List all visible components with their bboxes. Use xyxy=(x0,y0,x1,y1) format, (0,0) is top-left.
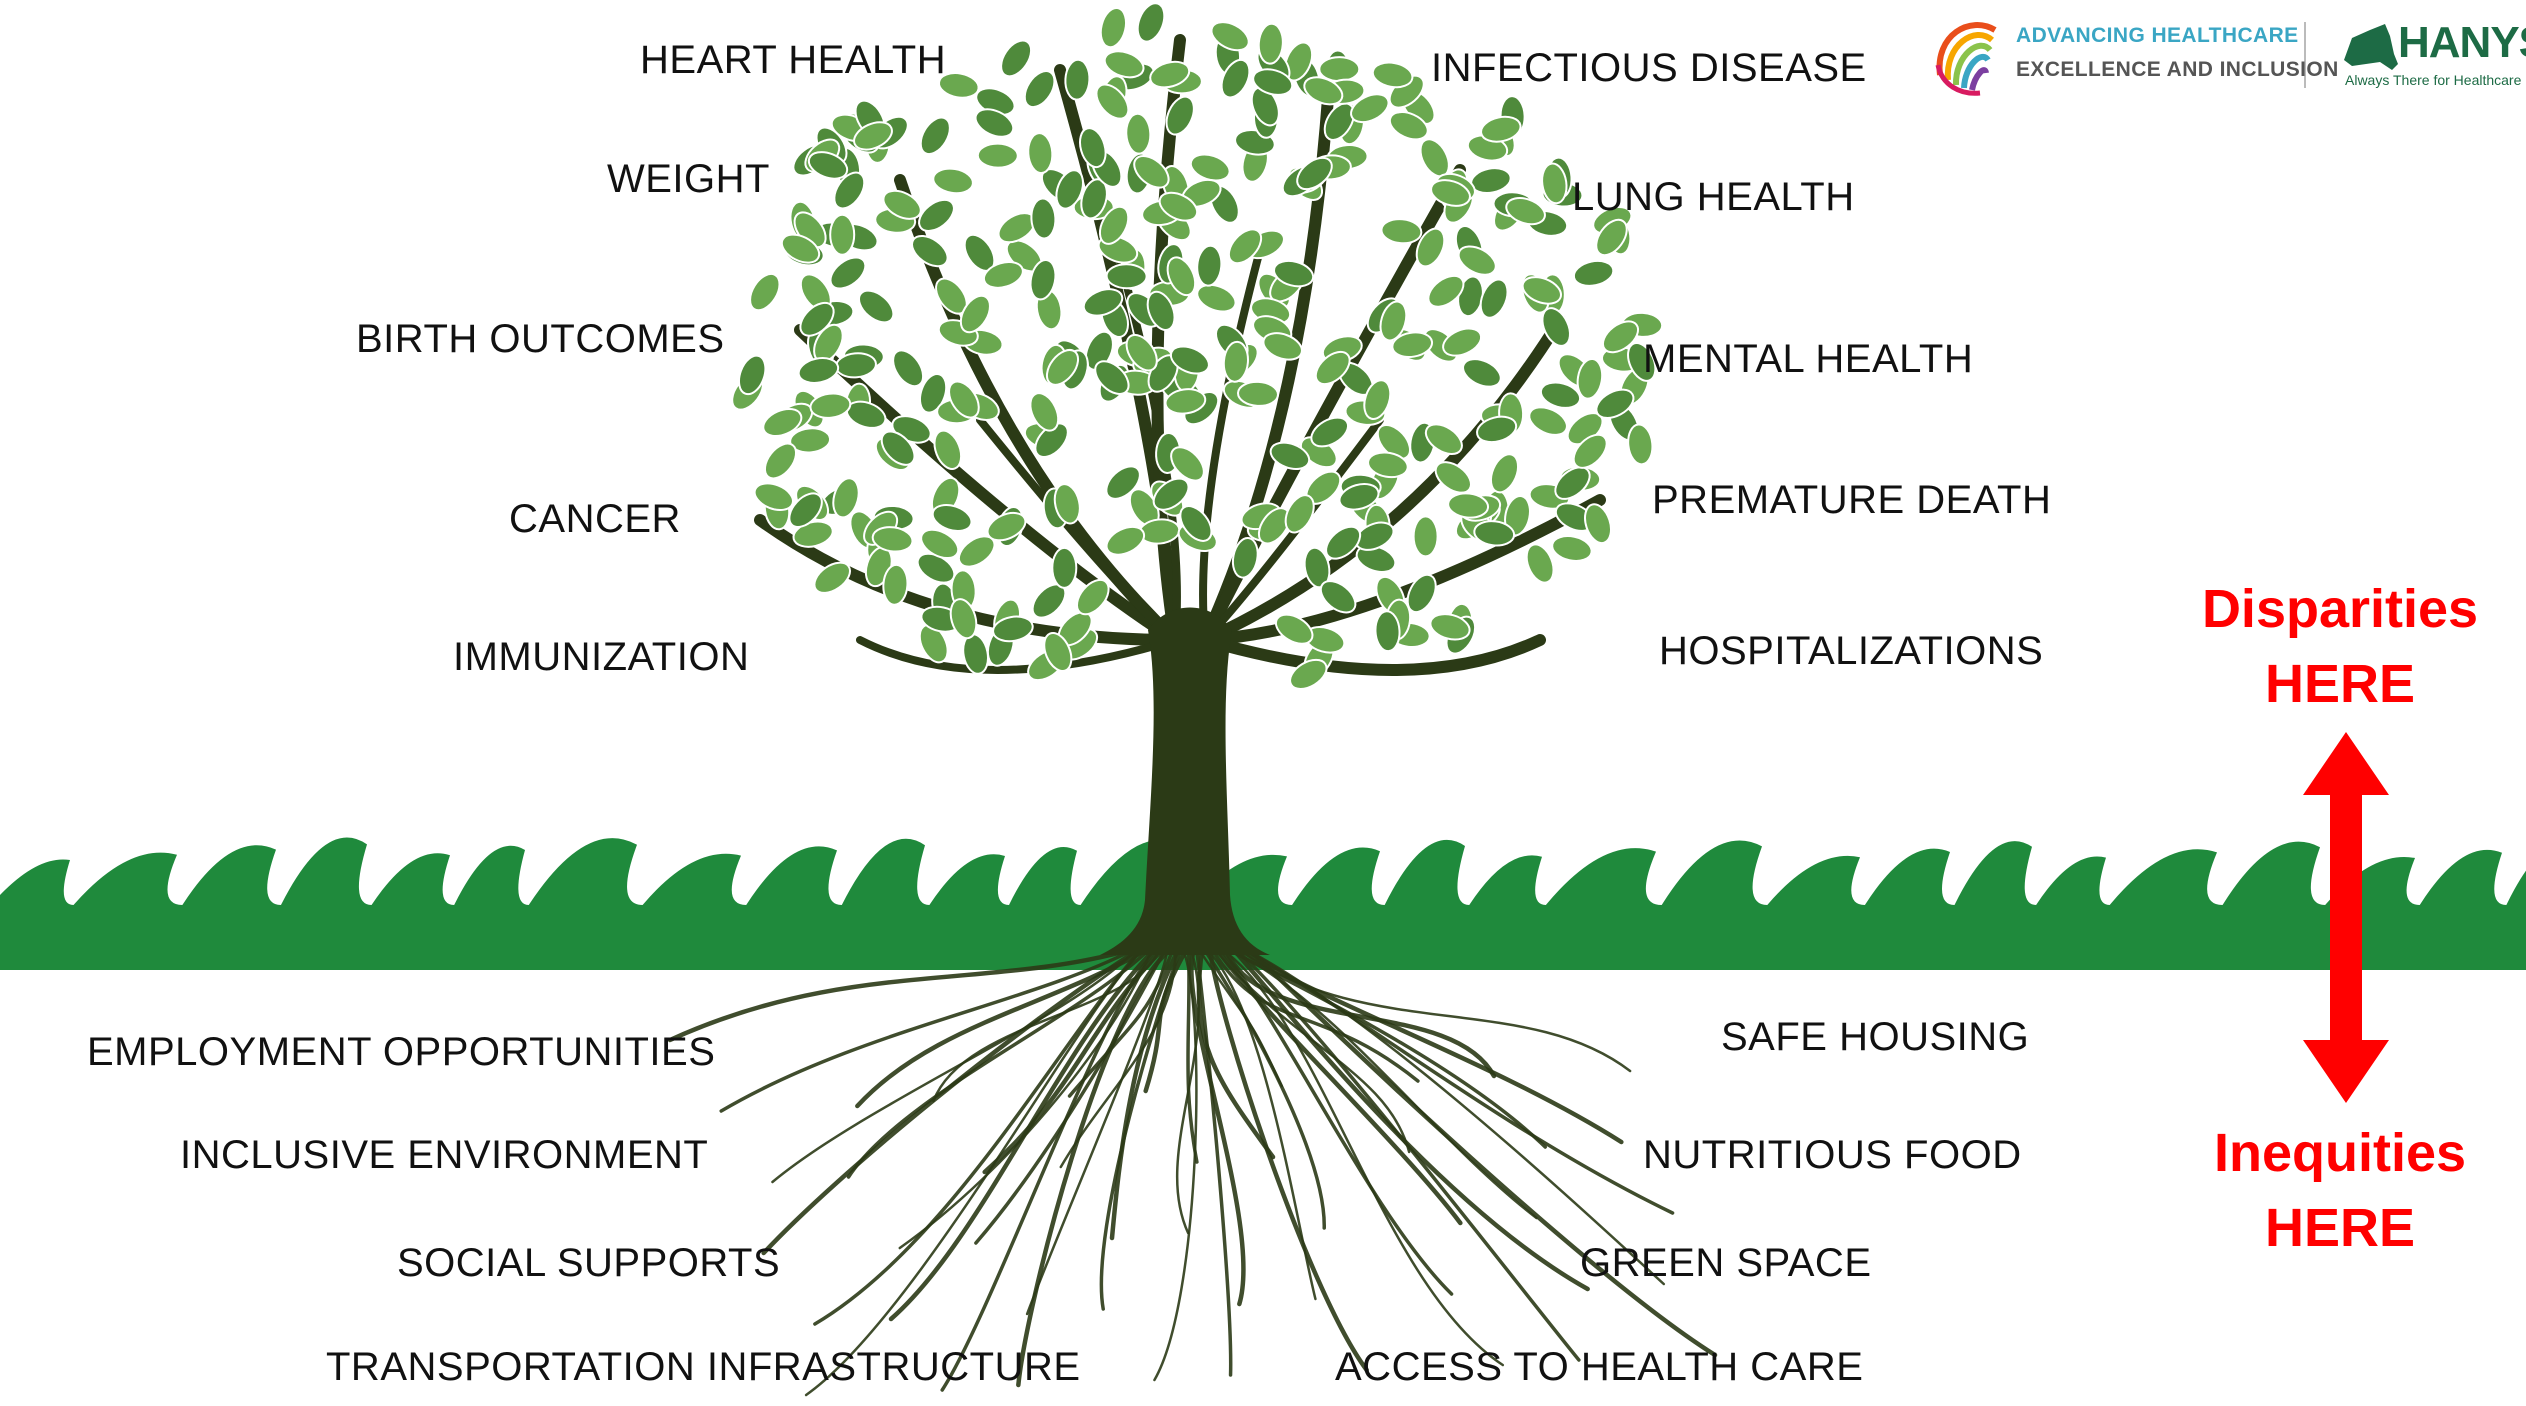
inequities-word: Inequities xyxy=(2160,1116,2520,1191)
leaf xyxy=(1207,16,1254,56)
outcome-heart-health: HEART HEALTH xyxy=(640,38,946,83)
grass-ground xyxy=(0,838,2526,970)
leaf xyxy=(744,269,786,316)
leaf xyxy=(1133,0,1170,45)
leaf xyxy=(853,284,899,328)
leaf xyxy=(1196,245,1223,287)
tree-branch xyxy=(1205,640,1540,670)
leaf xyxy=(825,251,871,295)
new-york-state-icon xyxy=(2344,24,2398,70)
outcome-weight: WEIGHT xyxy=(607,157,770,202)
outcome-immunization: IMMUNIZATION xyxy=(453,635,749,680)
ahei-logo-line1: ADVANCING HEALTHCARE xyxy=(2016,24,2299,48)
leaf xyxy=(929,427,966,473)
disparities-here: HERE xyxy=(2160,647,2520,722)
root-social-supports: SOCIAL SUPPORTS xyxy=(397,1241,780,1286)
leaf xyxy=(1064,59,1090,100)
hanys-logo-name: HANYS xyxy=(2398,18,2526,68)
leaf xyxy=(995,35,1037,82)
inequities-label: Inequities HERE xyxy=(2160,1116,2520,1266)
leaf xyxy=(1052,548,1076,588)
root-strand xyxy=(721,950,1132,1111)
root-inclusive-environment: INCLUSIVE ENVIRONMENT xyxy=(180,1133,708,1178)
leaf xyxy=(1414,516,1438,556)
root-access-to-health-care: ACCESS TO HEALTH CARE xyxy=(1335,1345,1863,1390)
root-nutritious-food: NUTRITIOUS FOOD xyxy=(1643,1133,2022,1178)
leaf xyxy=(1193,280,1239,317)
leaf xyxy=(1626,423,1654,465)
outcome-premature-death: PREMATURE DEATH xyxy=(1652,478,2051,523)
root-strand xyxy=(772,950,1135,1182)
leaf xyxy=(915,112,956,159)
leaf xyxy=(1125,113,1151,154)
leaf xyxy=(1486,450,1524,496)
leaf xyxy=(1550,533,1594,565)
inequities-here: HERE xyxy=(2160,1191,2520,1266)
root-transportation-infrastructure: TRANSPORTATION INFRASTRUCTURE xyxy=(326,1345,1081,1390)
outcome-infectious-disease: INFECTIOUS DISEASE xyxy=(1431,46,1867,91)
leaf xyxy=(978,143,1018,168)
leaf xyxy=(1019,66,1061,113)
ahei-logo-icon xyxy=(1938,25,1995,93)
leaf xyxy=(1106,264,1146,289)
ahei-logo-line2: EXCELLENCE AND INCLUSION xyxy=(2016,58,2339,82)
outcome-cancer: CANCER xyxy=(509,497,681,542)
root-strand xyxy=(1247,950,1663,1284)
leaf xyxy=(931,166,974,196)
leaf xyxy=(1030,198,1056,239)
root-strand xyxy=(1101,950,1180,1309)
root-green-space: GREEN SPACE xyxy=(1580,1241,1872,1286)
outcome-mental-health: MENTAL HEALTH xyxy=(1643,337,1973,382)
leaf xyxy=(835,352,877,379)
disparities-word: Disparities xyxy=(2160,572,2520,647)
tree-roots xyxy=(670,950,1715,1395)
root-strand xyxy=(815,950,1141,1324)
outcome-hospitalizations: HOSPITALIZATIONS xyxy=(1659,629,2043,674)
disparities-label: Disparities HERE xyxy=(2160,572,2520,722)
leaf xyxy=(1319,57,1359,81)
leaf xyxy=(1459,354,1505,393)
leaf xyxy=(830,215,854,255)
root-safe-housing: SAFE HOUSING xyxy=(1721,1015,2029,1060)
leaf xyxy=(1380,218,1422,245)
root-employment-opportunities: EMPLOYMENT OPPORTUNITIES xyxy=(87,1030,715,1075)
hanys-logo-tagline: Always There for Healthcare xyxy=(2345,72,2521,88)
leaf xyxy=(1097,5,1130,50)
leaf xyxy=(809,391,852,420)
leaf xyxy=(1572,258,1616,290)
outcome-lung-health: LUNG HEALTH xyxy=(1572,175,1855,220)
leaf xyxy=(1027,132,1054,174)
outcome-birth-outcomes: BIRTH OUTCOMES xyxy=(356,317,725,362)
tree-leaves xyxy=(726,0,1663,695)
